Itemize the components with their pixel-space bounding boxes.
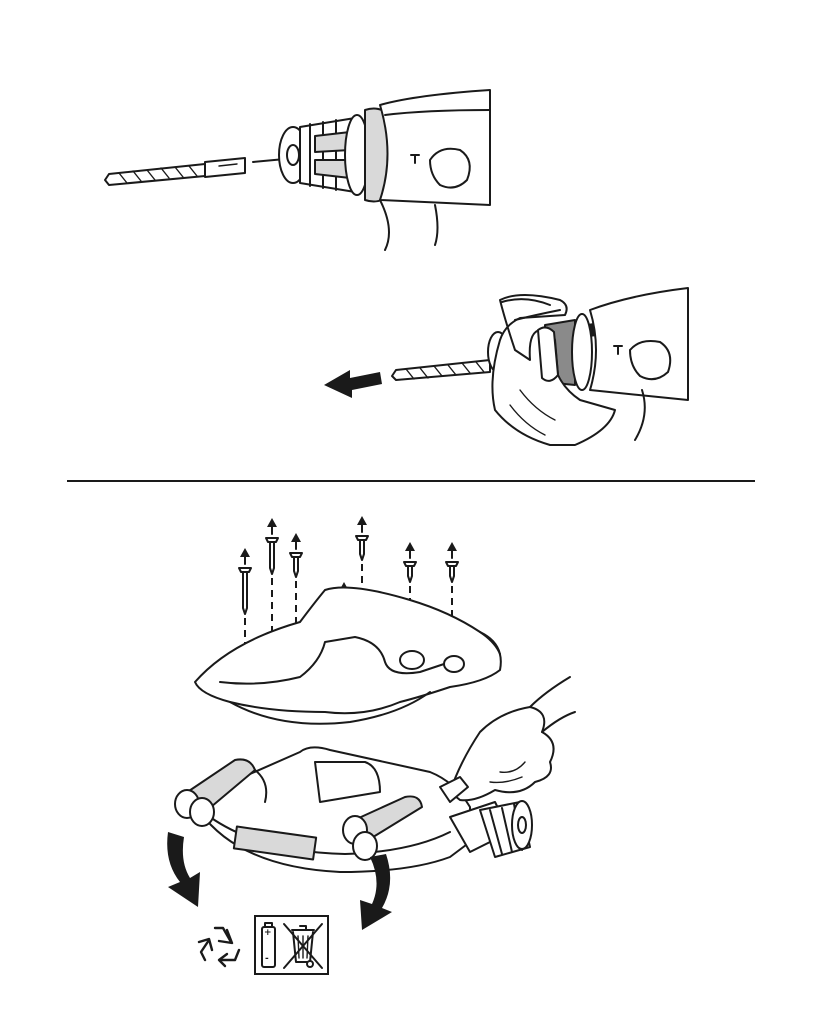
battery-removal-illustration bbox=[150, 512, 580, 932]
battery-plus-label: + bbox=[264, 929, 272, 938]
drill-bit bbox=[105, 158, 285, 185]
section-divider bbox=[67, 480, 755, 482]
housing-cover bbox=[195, 588, 501, 724]
battery-symbol-box: + - bbox=[254, 915, 329, 975]
drill-bit-removal-illustration bbox=[320, 280, 695, 450]
remove-battery-arrow-left bbox=[167, 832, 200, 907]
battery-minus-label: - bbox=[265, 955, 269, 964]
chuck bbox=[279, 115, 369, 195]
drill-bit-insertion-illustration bbox=[95, 80, 505, 255]
crossed-out-wheelie-bin-icon bbox=[280, 920, 326, 972]
drill-body bbox=[365, 90, 490, 250]
drill-bit bbox=[392, 360, 490, 380]
recycling-icon bbox=[195, 920, 247, 972]
battery-icon: + - bbox=[261, 922, 276, 968]
pull-out-arrow bbox=[324, 370, 382, 398]
wire-cutter-hand bbox=[440, 677, 575, 802]
